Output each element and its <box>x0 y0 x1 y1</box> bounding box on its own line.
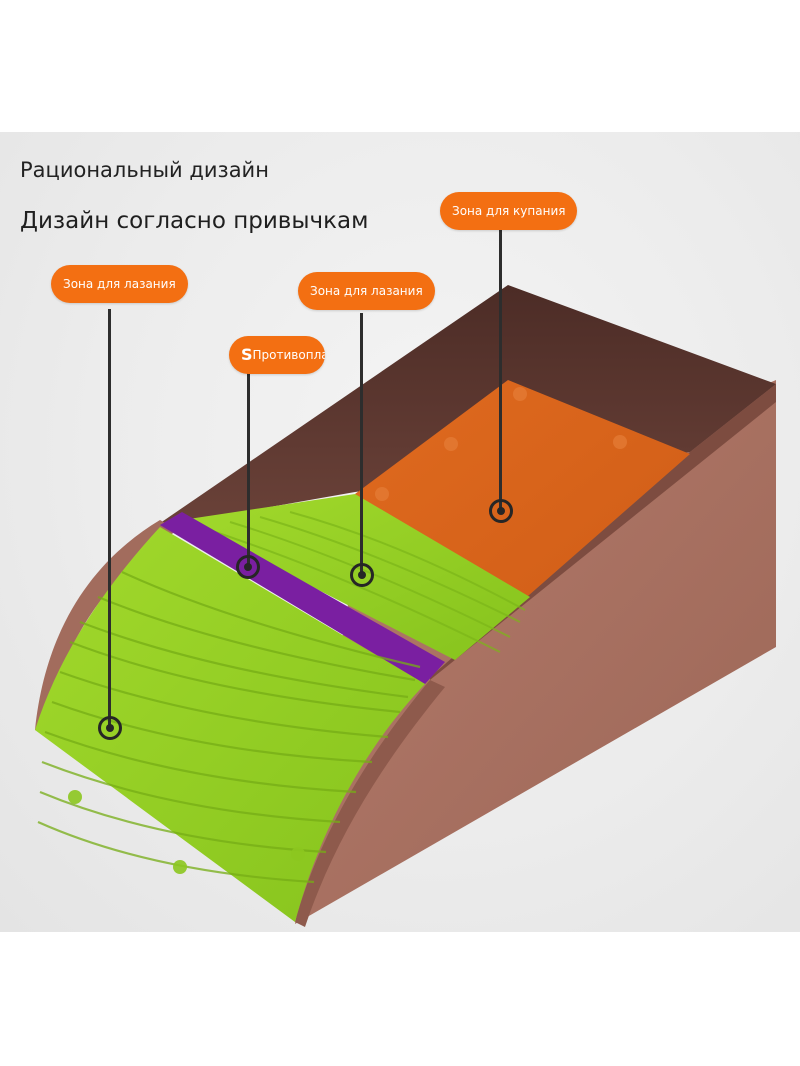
callout-bathing-label: Зона для купания <box>452 204 566 218</box>
leader-line-climb-left <box>108 309 111 727</box>
non-slip-strip <box>160 512 445 684</box>
marker-non-slip <box>236 555 260 579</box>
tray-left-rim <box>35 520 178 732</box>
subheadline: Дизайн согласно привычкам <box>20 208 369 234</box>
leader-line-non-slip <box>247 370 250 565</box>
tray-outer-wall <box>295 380 776 924</box>
tray-back-wall <box>150 285 776 530</box>
callout-climb-middle-label: Зона для лазания <box>310 284 423 298</box>
callout-climb-left: Зона для лазания <box>51 265 188 303</box>
marker-climb-left <box>98 716 122 740</box>
callout-climb-left-label: Зона для лазания <box>63 277 176 291</box>
reptile-tray-illustration <box>35 285 776 927</box>
callout-bathing: Зона для купания <box>440 192 578 230</box>
tray-front-lip <box>295 680 445 927</box>
leader-line-bathing <box>499 230 502 512</box>
climb-ramp <box>35 527 425 922</box>
leader-line-climb-middle <box>360 313 363 575</box>
marker-climb-middle <box>350 563 374 587</box>
callout-non-slip-label: Противоплав <box>252 348 325 362</box>
callout-non-slip-brand: S <box>241 345 253 364</box>
callout-climb-middle: Зона для лазания <box>298 272 435 310</box>
headline: Рациональный дизайн <box>20 158 269 182</box>
marker-bathing <box>489 499 513 523</box>
product-photo <box>0 132 800 932</box>
callout-non-slip: SПротивоплав <box>229 336 325 374</box>
